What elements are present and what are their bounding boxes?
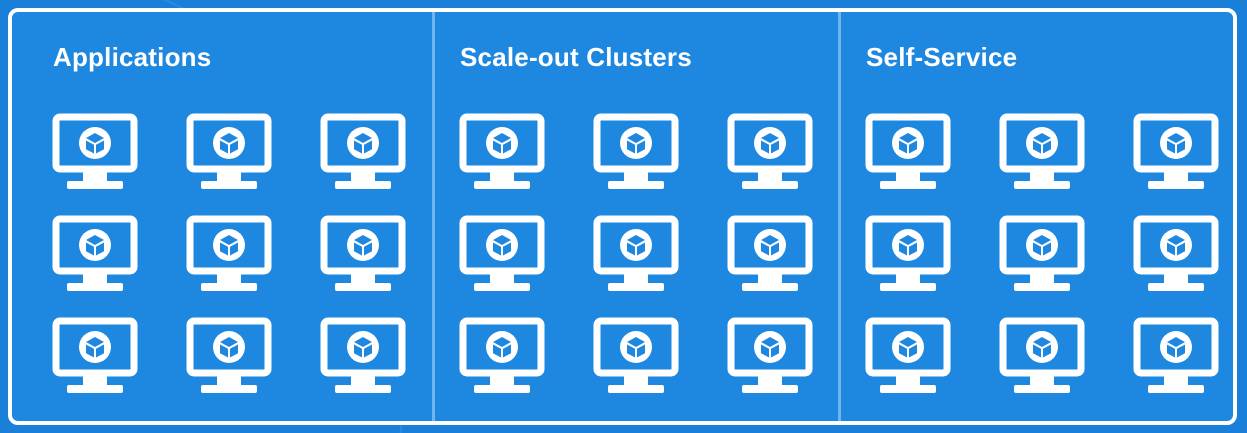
monitor-with-cube-icon [1131, 210, 1221, 300]
diagram-frame: Applications [8, 8, 1237, 425]
monitor-with-cube-icon [863, 210, 953, 300]
monitor-with-cube-icon [457, 312, 547, 402]
monitor-with-cube-icon [50, 210, 140, 300]
monitor-with-cube-icon [591, 312, 681, 402]
vm-grid [863, 108, 1221, 402]
monitor-with-cube-icon [863, 108, 953, 198]
panel-scale-out-clusters: Scale-out Clusters [432, 12, 838, 421]
panel-self-service: Self-Service [838, 12, 1233, 421]
monitor-with-cube-icon [50, 312, 140, 402]
monitor-with-cube-icon [591, 210, 681, 300]
monitor-with-cube-icon [318, 108, 408, 198]
monitor-with-cube-icon [863, 312, 953, 402]
monitor-with-cube-icon [591, 108, 681, 198]
vm-grid [50, 108, 408, 402]
panel-title: Scale-out Clusters [460, 42, 692, 72]
panel-title: Self-Service [866, 42, 1018, 72]
monitor-with-cube-icon [184, 312, 274, 402]
monitor-with-cube-icon [1131, 108, 1221, 198]
monitor-with-cube-icon [184, 210, 274, 300]
panel-title: Applications [53, 42, 212, 72]
monitor-with-cube-icon [318, 210, 408, 300]
monitor-with-cube-icon [457, 210, 547, 300]
monitor-with-cube-icon [318, 312, 408, 402]
monitor-with-cube-icon [725, 108, 815, 198]
monitor-with-cube-icon [725, 210, 815, 300]
vm-grid [457, 108, 815, 402]
monitor-with-cube-icon [997, 312, 1087, 402]
monitor-with-cube-icon [1131, 312, 1221, 402]
monitor-with-cube-icon [997, 108, 1087, 198]
monitor-with-cube-icon [725, 312, 815, 402]
panel-applications: Applications [12, 12, 432, 421]
monitor-with-cube-icon [184, 108, 274, 198]
monitor-with-cube-icon [50, 108, 140, 198]
monitor-with-cube-icon [997, 210, 1087, 300]
monitor-with-cube-icon [457, 108, 547, 198]
